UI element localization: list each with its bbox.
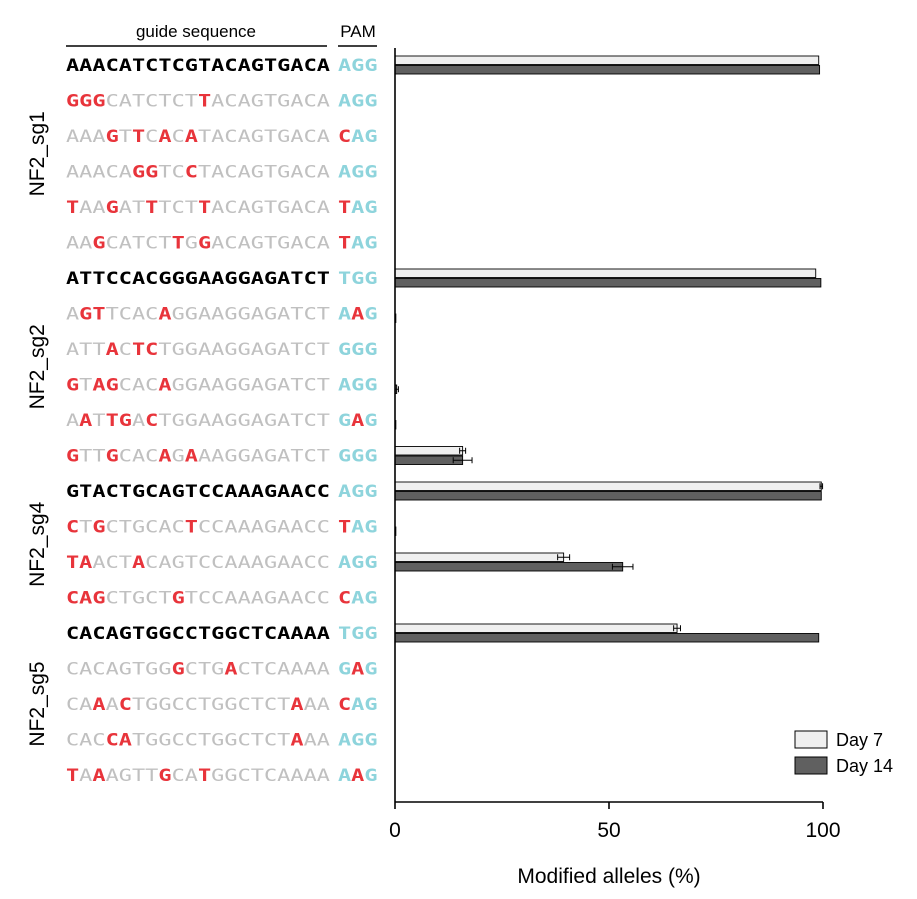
x-axis-label: Modified alleles (%) (517, 865, 700, 888)
x-tick-label: 100 (805, 819, 840, 842)
column-header: guide sequence PAM (66, 22, 377, 47)
group-label: NF2_sg4 (26, 501, 49, 587)
group-label: NF2_sg1 (26, 111, 49, 196)
bar-day7 (394, 623, 678, 633)
legend-swatch (794, 756, 828, 775)
legend-label: Day 14 (836, 756, 893, 776)
bar-day7 (394, 481, 822, 491)
x-tick-label: 0 (389, 819, 401, 842)
bar-series (394, 55, 824, 643)
bar-day7 (394, 552, 565, 562)
bar-day7 (394, 55, 820, 65)
bar-day7 (394, 446, 464, 456)
bar-day7 (394, 268, 817, 278)
pam-header: PAM (340, 22, 376, 41)
guide-sequence-header: guide sequence (136, 22, 256, 41)
bar-day14 (394, 278, 822, 288)
bar-day14 (394, 633, 820, 643)
group-label: NF2_sg2 (26, 324, 49, 409)
legend-swatch (794, 730, 828, 749)
bar-day14 (394, 65, 821, 75)
bar-day14 (394, 455, 464, 465)
group-label: NF2_sg5 (26, 661, 49, 746)
legend-label: Day 7 (836, 730, 883, 750)
legend: Day 7 Day 14 (794, 730, 893, 776)
x-tick-label: 50 (597, 819, 620, 842)
bar-day14 (394, 562, 624, 572)
bar-day14 (394, 491, 822, 501)
